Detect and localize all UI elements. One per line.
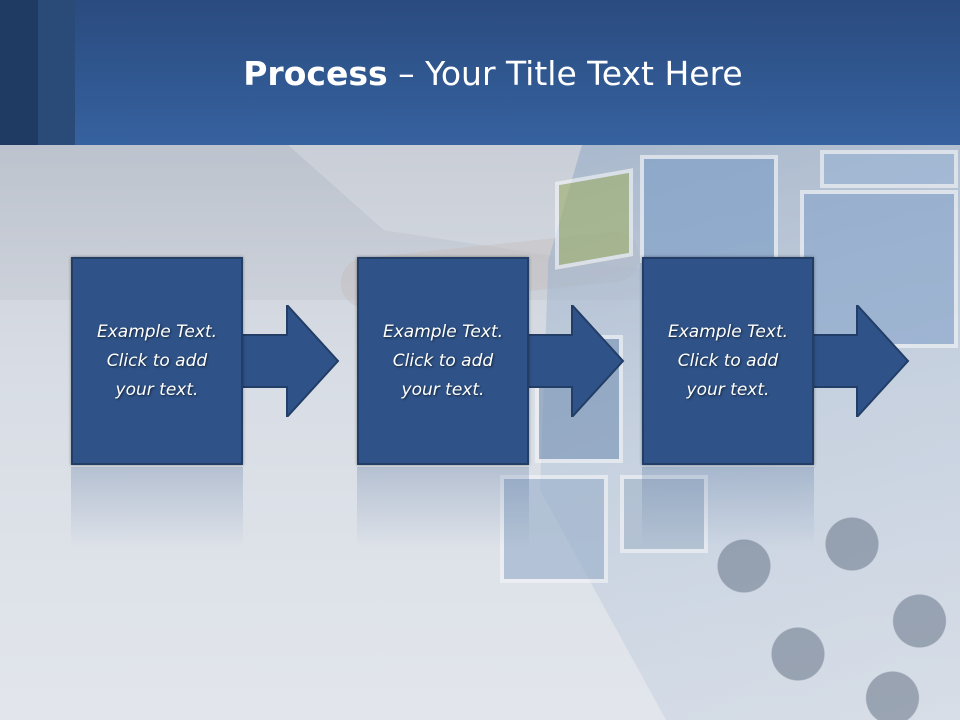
photo-tile xyxy=(555,168,633,270)
header-band: Process – Your Title Text Here xyxy=(0,0,960,145)
header-accent-strip xyxy=(0,0,38,145)
photo-tile xyxy=(820,150,958,188)
hexagon-pattern xyxy=(690,500,960,720)
step-reflection xyxy=(71,467,243,547)
title-bold: Process xyxy=(243,54,388,93)
step-text-3: Example Text. Click to add your text. xyxy=(667,321,789,400)
header-accent-strip-2 xyxy=(38,0,75,145)
photo-tile xyxy=(640,155,778,263)
step-reflection xyxy=(642,467,814,547)
step-text-2: Example Text. Click to add your text. xyxy=(382,321,504,400)
arrow-3 xyxy=(802,305,910,417)
slide-title[interactable]: Process – Your Title Text Here xyxy=(0,54,960,94)
photo-tile xyxy=(500,475,608,583)
step-reflection xyxy=(357,467,529,547)
step-text-1: Example Text. Click to add your text. xyxy=(96,321,218,400)
step-box-2[interactable]: Example Text. Click to add your text. xyxy=(357,257,529,465)
step-box-3[interactable]: Example Text. Click to add your text. xyxy=(642,257,814,465)
arrow-2 xyxy=(517,305,625,417)
arrow-1 xyxy=(232,305,340,417)
step-box-1[interactable]: Example Text. Click to add your text. xyxy=(71,257,243,465)
title-rest: – Your Title Text Here xyxy=(387,54,743,93)
